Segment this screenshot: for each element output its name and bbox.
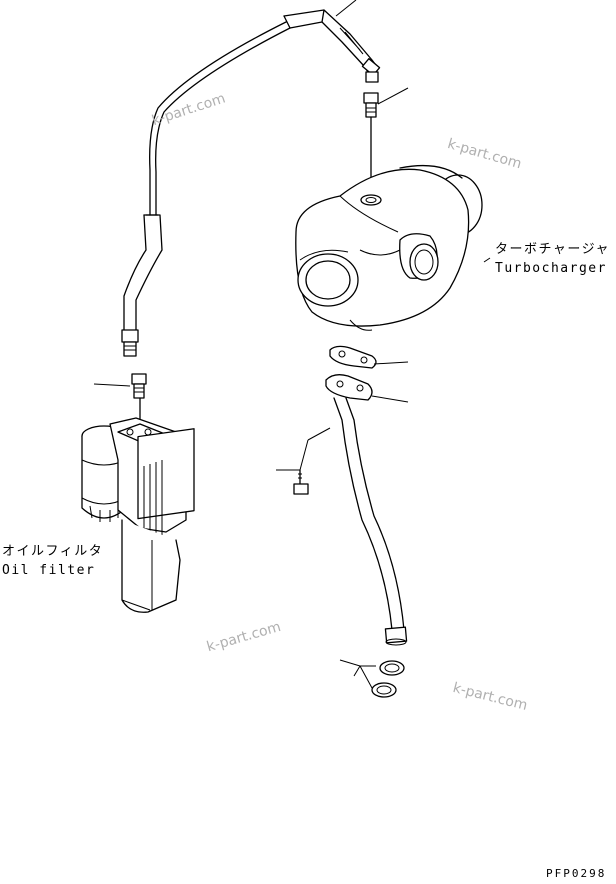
- gasket-upper: [329, 345, 377, 369]
- washers: [371, 660, 405, 698]
- leader-line: [377, 87, 409, 105]
- leader-line: [371, 395, 409, 403]
- oil-filter: [81, 417, 195, 613]
- leader-line: [483, 257, 491, 263]
- drawing-code: PFP0298: [546, 867, 607, 880]
- turbocharger-label-jp: ターボチャージャ: [495, 242, 610, 257]
- leader-line: [335, 0, 357, 17]
- flange-bolt: [293, 469, 309, 495]
- turbocharger: [295, 164, 483, 331]
- leader-line: [339, 659, 376, 689]
- turbocharger-label-en: Turbocharger: [495, 261, 607, 276]
- oil-feed-tube: [121, 9, 381, 357]
- filter-connector: [131, 373, 147, 421]
- leader-line: [93, 383, 131, 387]
- leader-line: [276, 427, 331, 471]
- leader-line: [373, 361, 409, 365]
- oil-return-tube: [325, 374, 408, 646]
- oil-filter-label-en: Oil filter: [2, 563, 96, 578]
- oil-filter-label-jp: オイルフィルタ: [2, 544, 104, 559]
